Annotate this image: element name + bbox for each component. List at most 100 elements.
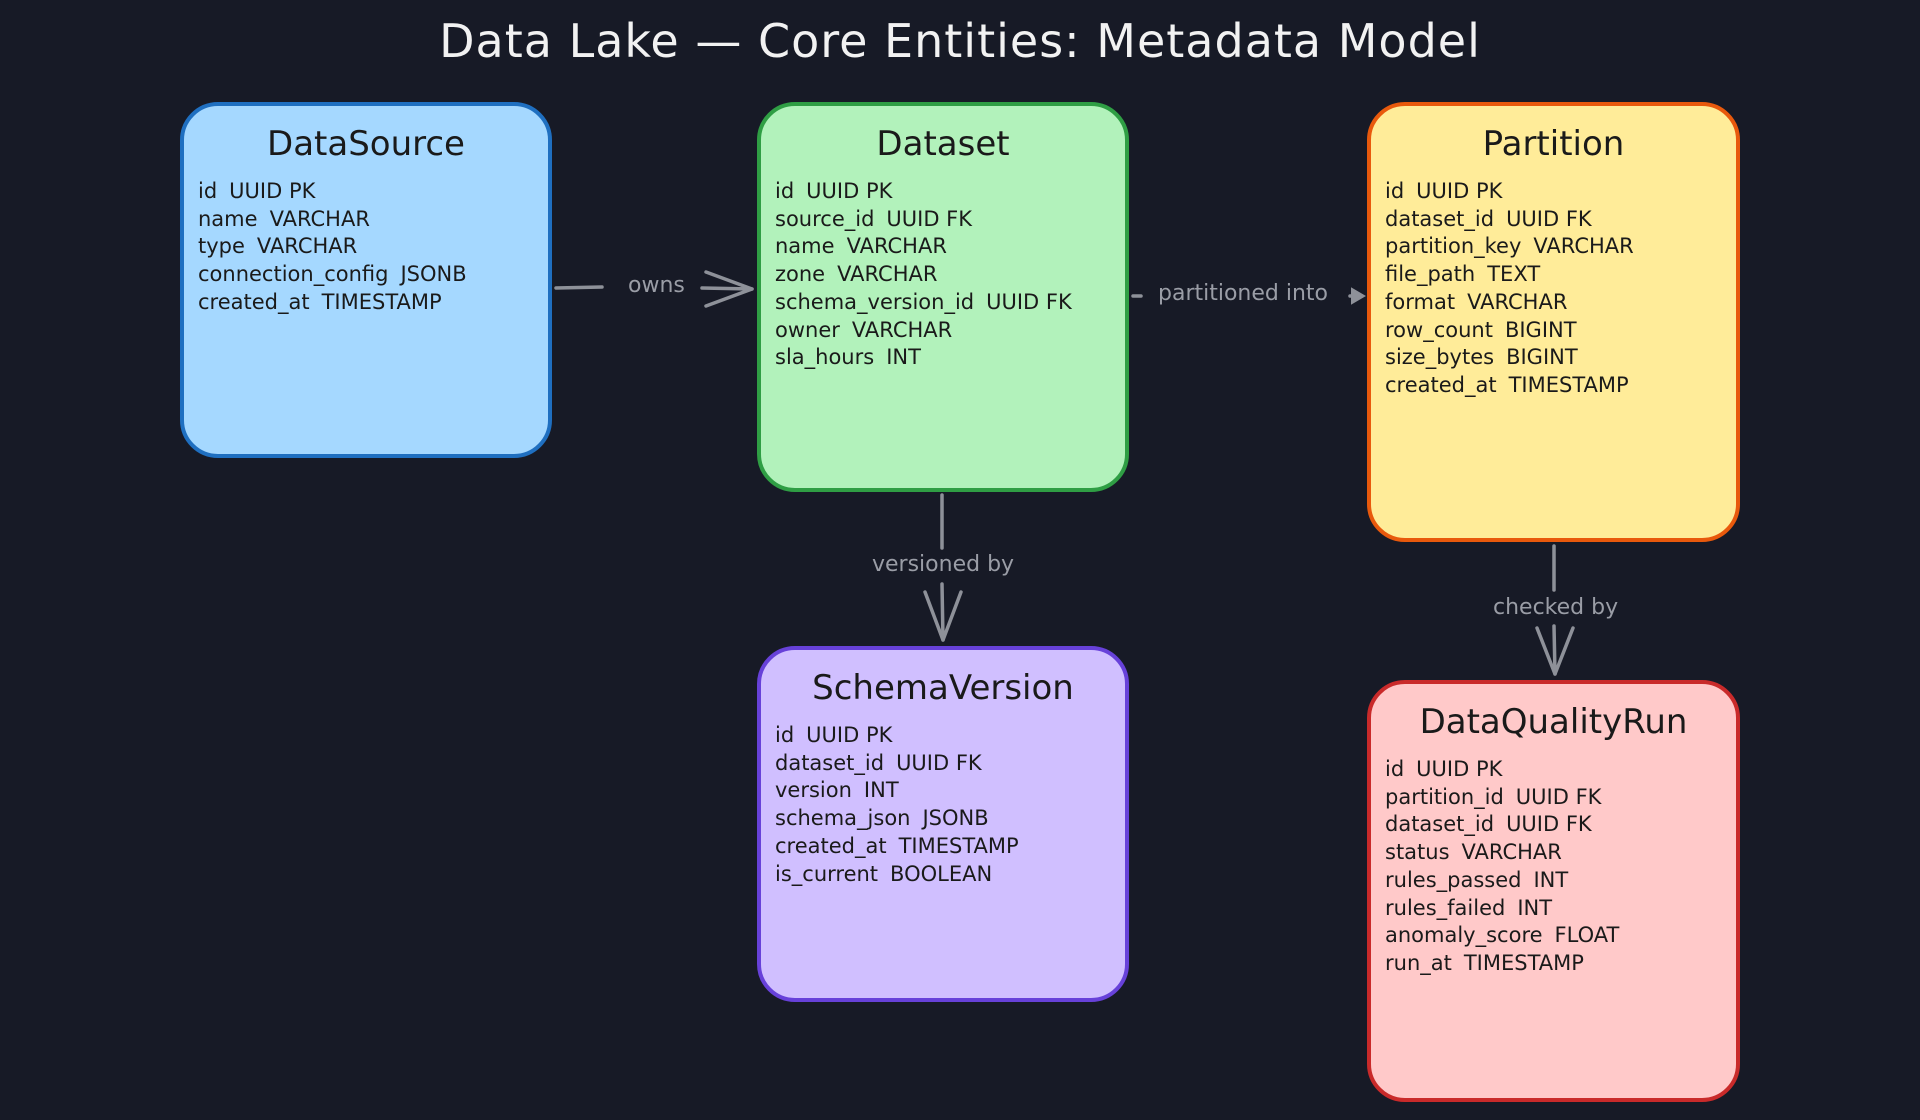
field-type: VARCHAR — [269, 206, 370, 231]
field-row: created_at TIMESTAMP — [1385, 372, 1736, 400]
field-type: UUID FK — [1506, 206, 1592, 231]
field-name: schema_version_id — [775, 289, 975, 314]
field-name: name — [198, 206, 258, 231]
field-type: VARCHAR — [1467, 289, 1568, 314]
relation-label-checked-by: checked by — [1489, 594, 1623, 622]
field-name: dataset_id — [1385, 812, 1495, 837]
field-name: created_at — [775, 833, 887, 858]
field-name: owner — [775, 317, 840, 342]
relation-label-owns: owns — [624, 272, 689, 300]
field-name: id — [198, 179, 218, 203]
field-type: INT — [886, 345, 921, 370]
field-name: dataset_id — [1385, 206, 1495, 231]
field-name: row_count — [1385, 317, 1493, 342]
field-name: zone — [775, 262, 826, 287]
field-type: UUID PK — [1416, 179, 1503, 203]
field-row: created_at TIMESTAMP — [775, 833, 1125, 861]
field-type: UUID FK — [1515, 784, 1602, 809]
field-type: BIGINT — [1504, 317, 1577, 342]
field-name: name — [775, 234, 835, 259]
field-type: TIMESTAMP — [321, 289, 442, 314]
field-name: version — [775, 778, 852, 803]
field-row: sla_hours INT — [775, 344, 1125, 372]
field-name: type — [198, 234, 245, 259]
field-row: id UUID PK — [1385, 178, 1736, 206]
edge-checked-line — [1552, 624, 1557, 676]
field-name: sla_hours — [775, 345, 875, 370]
field-name: run_at — [1385, 950, 1452, 975]
entity-title: Dataset — [876, 124, 1010, 164]
field-row: version INT — [775, 777, 1125, 805]
field-type: UUID PK — [229, 179, 316, 203]
entity-title: SchemaVersion — [812, 668, 1074, 708]
edge-versioned-line — [940, 582, 945, 642]
field-type: UUID FK — [896, 750, 982, 775]
relation-label-versioned-by: versioned by — [868, 551, 1019, 579]
field-row: zone VARCHAR — [775, 261, 1125, 289]
field-name: id — [1385, 757, 1405, 781]
entity-title: Partition — [1482, 124, 1625, 164]
field-row: created_at TIMESTAMP — [198, 289, 548, 317]
relation-label-partitioned-into: partitioned into — [1154, 280, 1333, 308]
field-type: TIMESTAMP — [898, 833, 1019, 858]
field-name: schema_json — [775, 806, 911, 831]
field-name: dataset_id — [775, 750, 885, 775]
field-name: created_at — [1385, 372, 1497, 397]
field-row: connection_config JSONB — [198, 261, 548, 289]
field-type: VARCHAR — [1461, 840, 1562, 865]
field-type: TIMESTAMP — [1508, 372, 1629, 397]
field-type: INT — [863, 778, 899, 803]
field-name: partition_key — [1385, 234, 1522, 259]
field-row: name VARCHAR — [198, 206, 548, 234]
field-type: UUID FK — [986, 289, 1072, 314]
field-name: connection_config — [198, 262, 389, 287]
diagram-title: Data Lake — Core Entities: Metadata Mode… — [439, 14, 1481, 68]
field-name: id — [1385, 179, 1405, 203]
field-name: is_current — [775, 861, 879, 886]
field-row: type VARCHAR — [198, 233, 548, 261]
entity-title: DataQualityRun — [1419, 702, 1688, 742]
field-type: INT — [1533, 867, 1569, 892]
field-type: FLOAT — [1554, 923, 1620, 948]
field-type: VARCHAR — [837, 262, 938, 287]
field-row: dataset_id UUID FK — [1385, 206, 1736, 234]
field-name: rules_failed — [1385, 895, 1506, 920]
field-name: format — [1385, 289, 1456, 314]
field-row: is_current BOOLEAN — [775, 861, 1125, 889]
edge-partitioned-arrowhead — [1351, 287, 1366, 305]
field-row: dataset_id UUID FK — [775, 750, 1125, 778]
field-type: JSONB — [400, 262, 467, 287]
edge-owns-line — [700, 286, 754, 291]
field-row: id UUID PK — [198, 178, 548, 206]
field-row: status VARCHAR — [1385, 839, 1736, 867]
field-type: BOOLEAN — [890, 861, 993, 886]
edge-owns-line — [554, 285, 604, 290]
field-type: VARCHAR — [256, 234, 358, 259]
field-name: source_id — [775, 206, 875, 231]
field-type: UUID FK — [1506, 812, 1592, 837]
field-name: status — [1385, 840, 1450, 865]
field-name: created_at — [198, 289, 310, 314]
edge-checked-crowfoot — [1535, 626, 1575, 676]
edge-versioned-crowfoot — [923, 590, 963, 642]
field-row: dataset_id UUID FK — [1385, 811, 1736, 839]
